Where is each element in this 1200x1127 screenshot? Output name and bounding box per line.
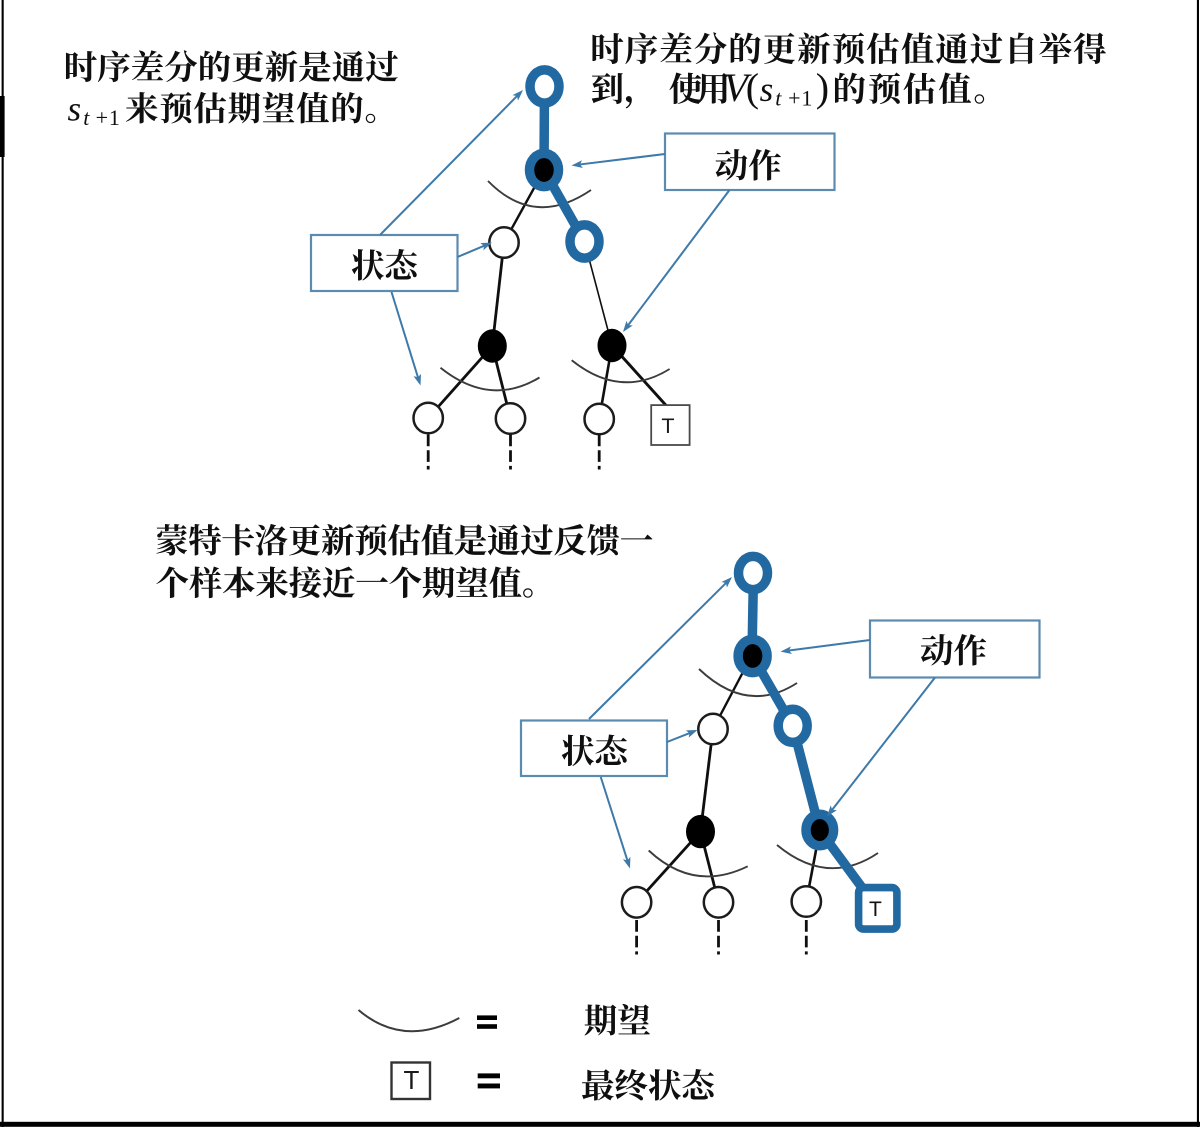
svg-text:s: s (760, 70, 774, 109)
svg-text:s: s (68, 89, 82, 128)
svg-text:T: T (404, 1065, 420, 1095)
svg-text:T: T (661, 414, 674, 438)
svg-text:T: T (869, 898, 882, 921)
svg-text:V: V (724, 65, 753, 110)
svg-text:1: 1 (109, 105, 120, 130)
svg-text:): ) (816, 65, 829, 110)
svg-text:+: + (788, 86, 800, 111)
svg-text:t: t (83, 105, 90, 130)
svg-text:1: 1 (801, 86, 812, 111)
svg-text:t: t (775, 86, 782, 111)
svg-text:(: ( (746, 65, 759, 110)
svg-text:+: + (96, 105, 108, 130)
